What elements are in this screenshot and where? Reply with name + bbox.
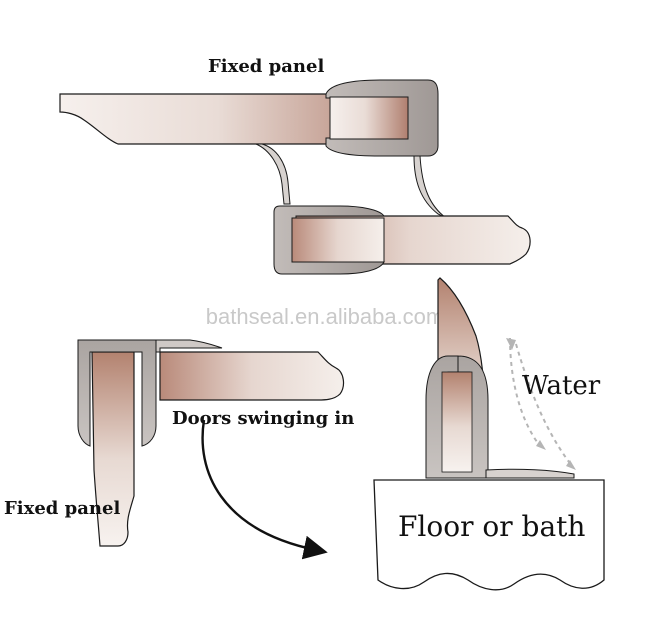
bottom-left-door-glass [159, 351, 345, 401]
top-assembly [59, 79, 531, 275]
bottom-left-fixed-panel-glass [91, 351, 135, 547]
water-arrowhead-2 [566, 460, 576, 470]
bottom-right-assembly [373, 277, 605, 591]
label-water: Water [522, 371, 601, 401]
top-fixed-panel-glass-end [329, 96, 409, 140]
water-arrowhead-3 [536, 440, 546, 450]
swing-arrow [201, 419, 328, 560]
bottom-right-glass-core [441, 371, 473, 473]
label-doors-swinging-in: Doors swinging in [172, 408, 354, 429]
bottom-left-vertical-seal [77, 339, 157, 447]
water-arrowhead-1 [506, 338, 516, 350]
bottom-left-assembly [77, 339, 345, 547]
top-fixed-panel-glass [59, 93, 411, 145]
label-floor-or-bath: Floor or bath [398, 510, 585, 543]
water-arrows [509, 337, 573, 467]
top-left-fin [255, 143, 291, 205]
label-fixed-panel-top: Fixed panel [208, 56, 324, 77]
top-right-fin [413, 155, 447, 219]
bottom-right-sweep-fin [485, 468, 575, 479]
watermark: bathseal.en.alibaba.com [206, 304, 445, 329]
top-door-glass-end [291, 217, 385, 263]
floor-or-bath-block [373, 479, 605, 591]
bottom-left-seal-lip [155, 339, 223, 353]
water-arrow-2 [515, 343, 573, 467]
water-arrowheads [506, 338, 576, 470]
top-fixed-panel-seal [325, 79, 439, 157]
label-fixed-panel-left: Fixed panel [4, 498, 120, 519]
